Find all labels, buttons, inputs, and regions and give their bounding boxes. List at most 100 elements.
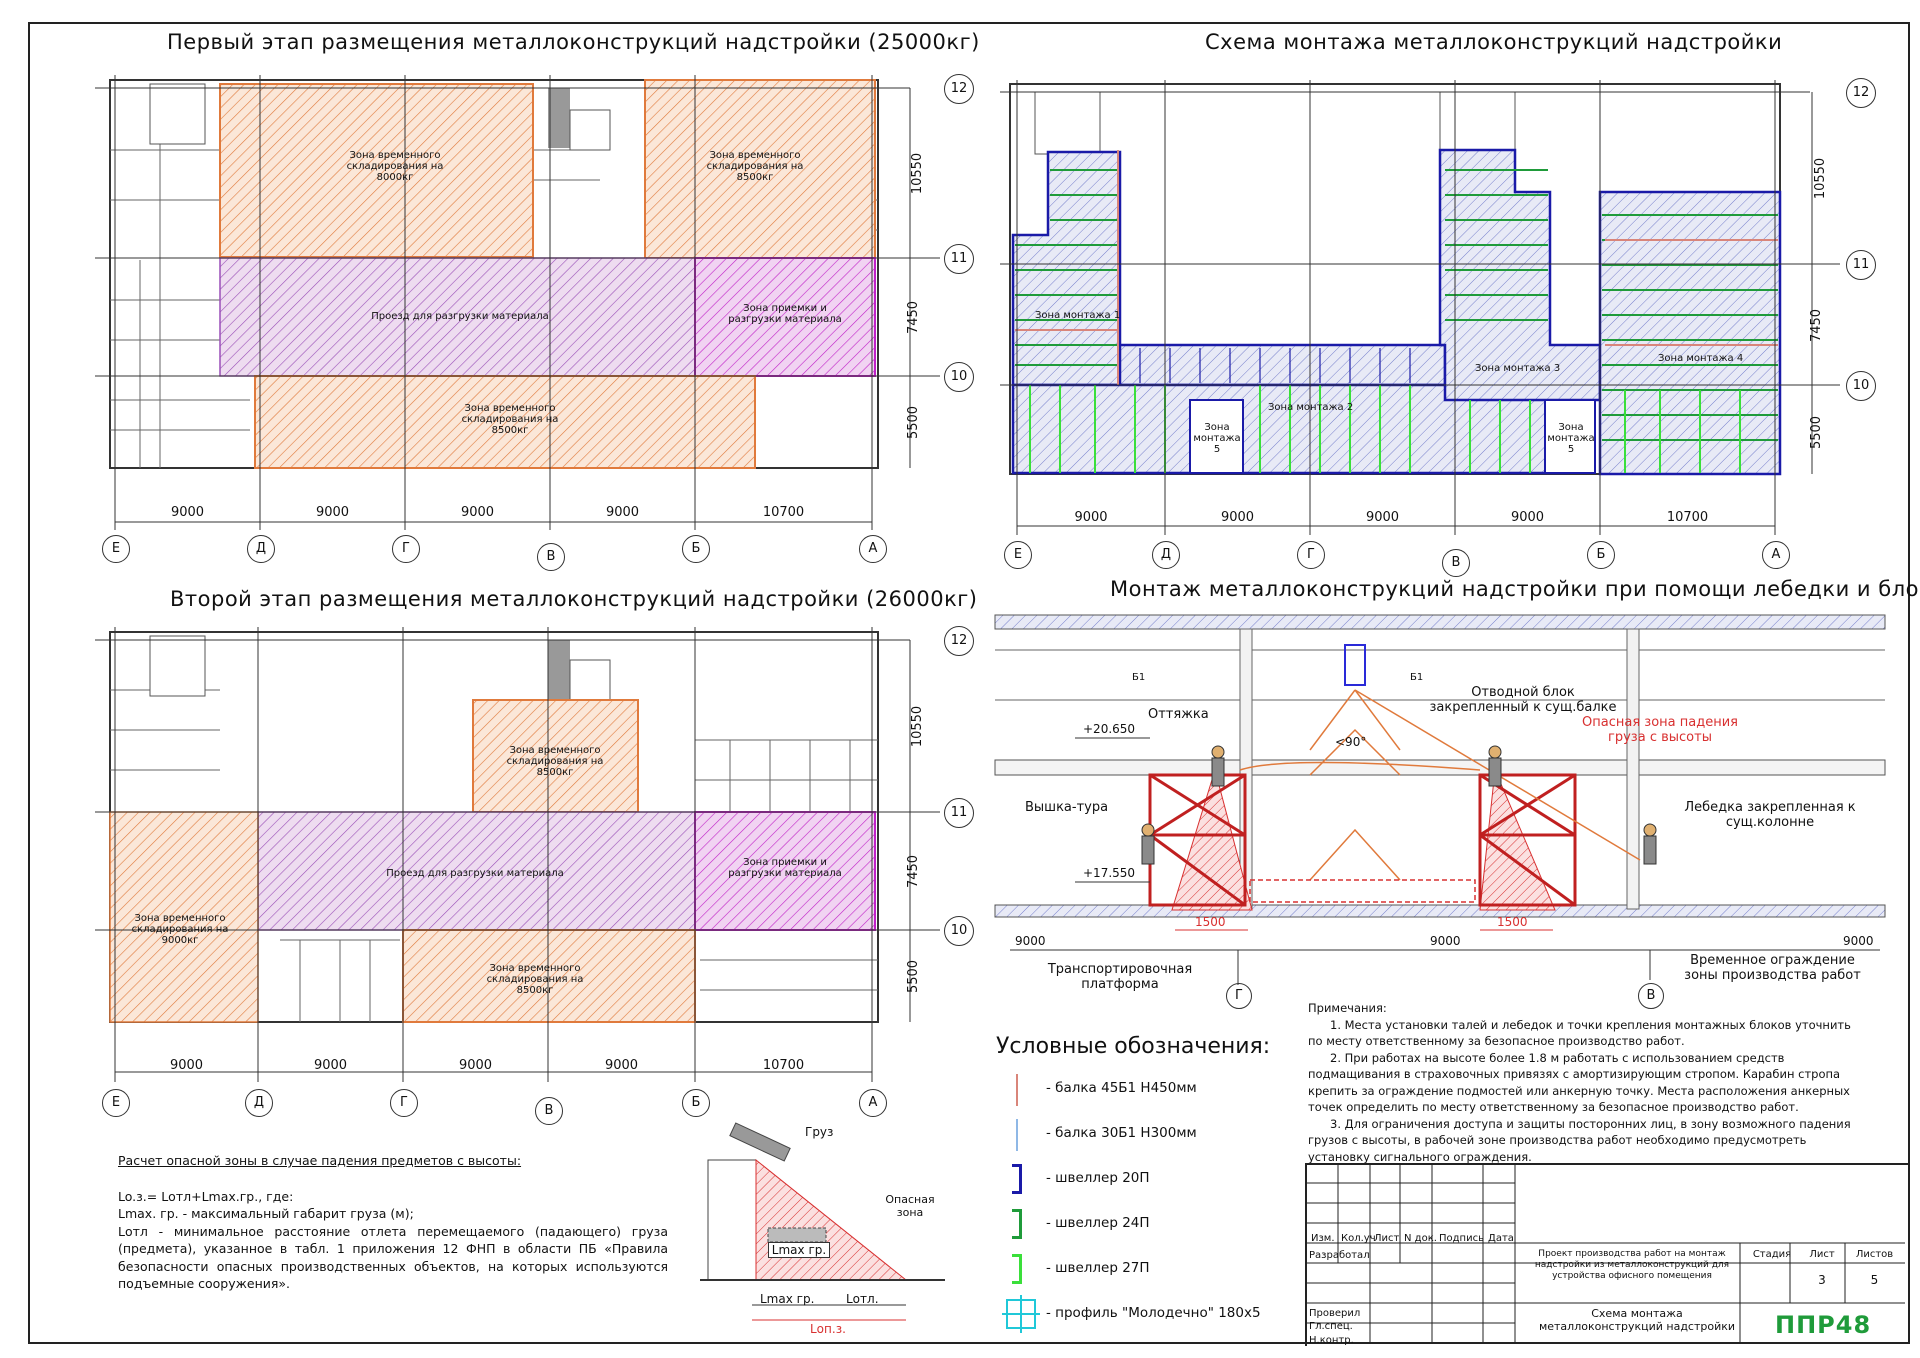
legend-label: - швеллер 20П: [1046, 1170, 1150, 1186]
legend-title: Условные обозначения:: [996, 1034, 1271, 1059]
scheme-span-dim: 9000: [1365, 510, 1400, 525]
note-1: 1. Места установки талей и лебедок и точ…: [1308, 1017, 1851, 1049]
plan1-axis-col-bubble: Е: [102, 535, 130, 563]
plan1-axis-row-bubble: 11: [944, 244, 974, 274]
section-zone-w-2: 1500: [1497, 915, 1528, 929]
stamp-col-izm: Изм.: [1311, 1233, 1335, 1244]
scheme-row-dim: 5500: [1809, 416, 1825, 450]
plan2-axis-col-bubble: А: [859, 1089, 887, 1117]
scheme-axis-col-bubble: Д: [1152, 541, 1180, 569]
stamp-stage-label: Стадия: [1752, 1249, 1792, 1260]
stamp-col-ndok: N док.: [1404, 1233, 1437, 1244]
fig-loz-label: Lоп.з.: [810, 1322, 846, 1336]
plan1-span-dim: 10700: [762, 505, 805, 520]
legend-swatch: [1012, 1209, 1022, 1239]
scheme-zone-2: Зона монтажа 2: [1268, 402, 1354, 413]
notes-head: Примечания:: [1308, 1001, 1387, 1015]
plan2-zone-2: Проезд для разгрузки материала: [386, 868, 564, 879]
fig-lmax2-label: Lmax гр.: [760, 1292, 815, 1306]
plan1-axis-col-bubble: Д: [247, 535, 275, 563]
legend-item: - швеллер 27П: [1000, 1250, 1300, 1295]
legend-item: - швеллер 20П: [1000, 1160, 1300, 1205]
scheme-axis-row-bubble: 12: [1846, 78, 1876, 108]
legend-label: - швеллер 24П: [1046, 1215, 1150, 1231]
section-span-3: 9000: [1843, 934, 1874, 948]
legend-swatch: [1002, 1295, 1040, 1333]
scheme-span-dim: 10700: [1666, 510, 1709, 525]
plan1-axis-col-bubble: Г: [392, 535, 420, 563]
section-danger-label: Опасная зона падения груза с высоты: [1582, 715, 1738, 745]
scheme-zone-4: Зона монтажа 4: [1658, 353, 1744, 364]
plan1-zone-3: Проезд для разгрузки материала: [371, 311, 549, 322]
plan1-span-dim: 9000: [315, 505, 350, 520]
stamp-project: Проект производства работ на монтаж надс…: [1534, 1249, 1730, 1281]
scheme-zone-5b: Зона монтажа 5: [1547, 422, 1595, 455]
section-beam-1: Б1: [1132, 672, 1146, 683]
plan2-axis-col-bubble: Е: [102, 1089, 130, 1117]
scheme-row-dim: 7450: [1809, 308, 1825, 342]
section-fence-label: Временное ограждение зоны производства р…: [1684, 953, 1861, 983]
company-logo: ППР48: [1775, 1311, 1872, 1339]
section-beam-2: Б1: [1410, 672, 1424, 683]
plan2-zone-3: Зона приемки и разгрузки материала: [728, 857, 842, 879]
stamp-col-kol: Кол.уч: [1341, 1233, 1376, 1244]
plan2-row-dim: 5500: [906, 959, 922, 994]
plan1-zone-4: Зона приемки и разгрузки материала: [728, 303, 842, 325]
scheme-axis-row-bubble: 10: [1846, 371, 1876, 401]
legend-swatch: [1014, 1074, 1024, 1106]
section-guy-label: Оттяжка: [1148, 707, 1209, 722]
plan2-axis-col-bubble: Б: [682, 1089, 710, 1117]
plan1-zone-5: Зона временного складирования на 8500кг: [461, 403, 559, 436]
plan2-span-dim: 9000: [458, 1058, 493, 1073]
stamp-list-label: Лист: [1809, 1249, 1835, 1260]
section-axis-v: В: [1638, 983, 1664, 1009]
plan1-axis-row-bubble: 12: [944, 74, 974, 104]
plan2-axis-row-bubble: 12: [944, 626, 974, 656]
scheme-span-dim: 9000: [1220, 510, 1255, 525]
scheme-axis-col-bubble: Б: [1587, 541, 1615, 569]
legend-label: - швеллер 27П: [1046, 1260, 1150, 1276]
legend-label: - профиль "Молодечно" 180х5: [1046, 1305, 1261, 1321]
legend-item: - балка 30Б1 Н300мм: [1000, 1115, 1300, 1160]
legend: - балка 45Б1 Н450мм- балка 30Б1 Н300мм - …: [1000, 1070, 1300, 1340]
section-span-2: 9000: [1430, 934, 1461, 948]
stamp-sheet-title: Схема монтажа металлоконструкций надстро…: [1538, 1307, 1736, 1333]
fig-cargo-label: Груз: [805, 1125, 834, 1139]
stamp-col-date: Дата: [1488, 1233, 1514, 1244]
scheme-axis-row-bubble: 11: [1846, 250, 1876, 280]
plan1-row-dim: 10550: [910, 152, 926, 195]
legend-item: - балка 45Б1 Н450мм: [1000, 1070, 1300, 1115]
section-axis-g: Г: [1226, 983, 1252, 1009]
calc-block: Расчет опасной зоны в случае падения пре…: [118, 1152, 668, 1293]
plan2-span-dim: 9000: [313, 1058, 348, 1073]
plan2-title: Второй этап размещения металлоконструкци…: [170, 587, 978, 611]
note-2: 2. При работах на высоте более 1.8 м раб…: [1308, 1050, 1850, 1115]
legend-swatch: [1012, 1164, 1022, 1194]
calc-figure: [700, 1122, 945, 1321]
title-block: Изм. Кол.уч Лист N док. Подпись Дата Раз…: [1305, 1163, 1909, 1346]
stamp-col-list: Лист: [1374, 1233, 1400, 1244]
section-elev-top: +20.650: [1083, 722, 1136, 736]
scheme-zone-5a: Зона монтажа 5: [1193, 422, 1241, 455]
plan1-span-dim: 9000: [460, 505, 495, 520]
stamp-col-sign: Подпись: [1439, 1233, 1484, 1244]
section-winch-label: Лебедка закрепленная к сущ.колонне: [1684, 800, 1856, 830]
scheme-span-dim: 9000: [1074, 510, 1108, 525]
plan2-span-dim: 9000: [169, 1058, 204, 1073]
scheme-axis-col-bubble: Г: [1297, 541, 1325, 569]
plan2-axis-col-bubble: Г: [390, 1089, 418, 1117]
stamp-list-value: 3: [1818, 1273, 1826, 1287]
stamp-role-norm: Н.контр.: [1309, 1335, 1354, 1346]
section-span-1: 9000: [1015, 934, 1046, 948]
stamp-role-check: Проверил: [1309, 1308, 1361, 1319]
section-tower-label: Вышка-тура: [1025, 800, 1109, 815]
note-3: 3. Для ограничения доступа и защиты пост…: [1308, 1116, 1851, 1164]
plan1-axis-col-bubble: А: [859, 535, 887, 563]
plan1-span-dim: 9000: [605, 505, 640, 520]
section-angle: <90°: [1335, 735, 1367, 749]
scheme-zone-1: Зона монтажа 1: [1035, 310, 1121, 321]
section-elev-bottom: +17.550: [1083, 866, 1136, 880]
stamp-lists-label: Листов: [1855, 1249, 1894, 1260]
plan2-span-dim: 10700: [762, 1058, 805, 1073]
